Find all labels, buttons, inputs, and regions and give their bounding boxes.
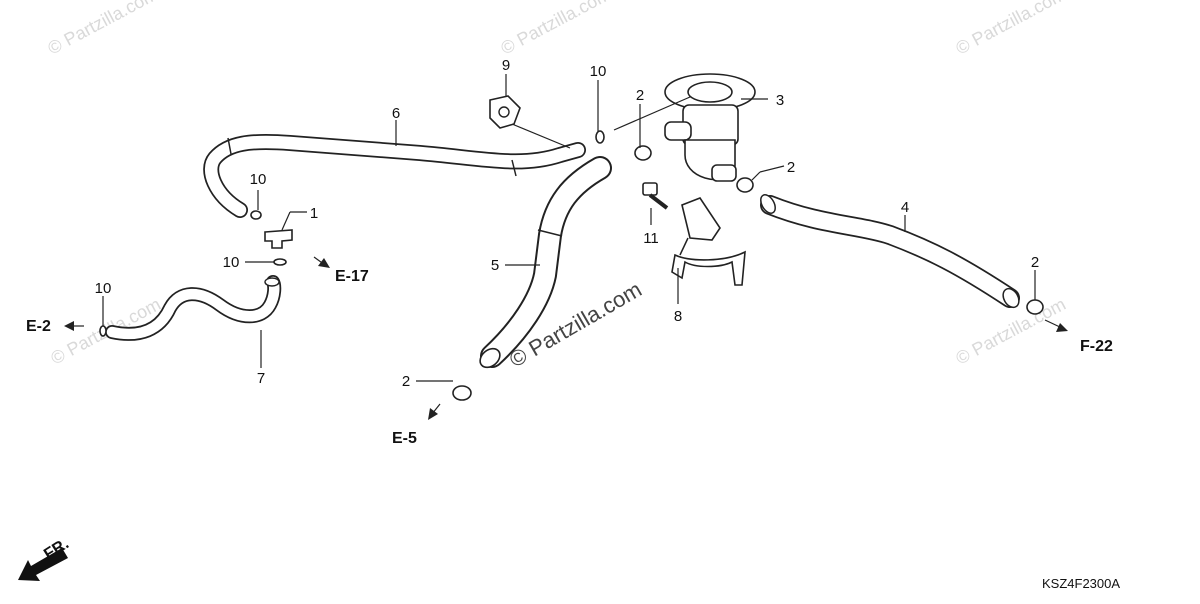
callout-2-right: 2 <box>787 159 795 176</box>
joint-1 <box>264 229 293 249</box>
reference-arrows <box>64 256 1068 420</box>
callout-2-bottom: 2 <box>402 373 410 390</box>
callout-1: 1 <box>310 205 318 222</box>
front-arrow-icon <box>18 548 68 581</box>
clip-9 <box>489 95 521 129</box>
callout-10-mid: 10 <box>223 254 240 271</box>
leader-lines <box>102 74 1036 382</box>
callout-9: 9 <box>502 57 510 74</box>
clamps <box>99 130 1044 401</box>
ref-e5: E-5 <box>392 430 417 447</box>
callout-7: 7 <box>257 370 265 387</box>
callout-3: 3 <box>776 92 784 109</box>
callout-6: 6 <box>392 105 400 122</box>
callout-10-left: 10 <box>95 280 112 297</box>
callout-8: 8 <box>674 308 682 325</box>
ref-e2: E-2 <box>26 318 51 335</box>
bracket-8 <box>671 197 746 286</box>
callout-10-top: 10 <box>590 63 607 80</box>
hose-6 <box>203 133 586 218</box>
callout-10-hose6: 10 <box>250 171 267 188</box>
callout-2-far-right: 2 <box>1031 254 1039 271</box>
callout-5: 5 <box>491 257 499 274</box>
hose-5 <box>479 156 612 369</box>
ref-f22: F-22 <box>1080 338 1113 355</box>
diagram-code: KSZ4F2300A <box>1042 576 1120 591</box>
callout-2-top: 2 <box>636 87 644 104</box>
bolt-11 <box>642 182 669 210</box>
ref-e17: E-17 <box>335 268 369 285</box>
watermark-top-center: © Partzilla.com <box>497 0 613 59</box>
hose-7 <box>105 275 282 341</box>
watermark-top-left: © Partzilla.com <box>44 0 160 59</box>
hose-4 <box>760 194 1020 309</box>
watermark-top-right: © Partzilla.com <box>952 0 1068 59</box>
valve-3 <box>664 73 756 182</box>
callout-4: 4 <box>901 199 909 216</box>
callout-11: 11 <box>643 230 659 247</box>
